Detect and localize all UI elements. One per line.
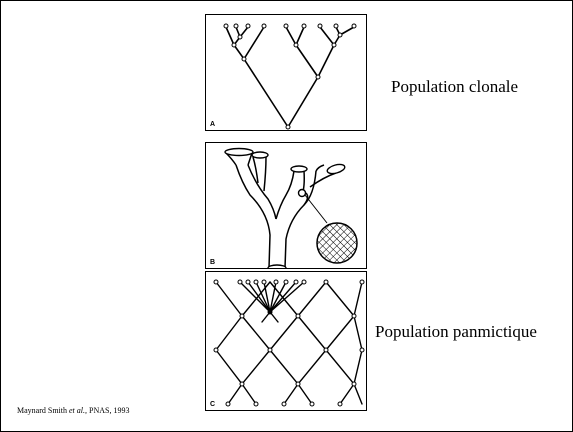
panel-c-panmictic-network: C bbox=[205, 271, 367, 411]
clonal-tree-icon bbox=[206, 15, 366, 130]
citation-etal: et al., bbox=[69, 406, 87, 415]
caption-panmictic: Population panmictique bbox=[375, 322, 537, 342]
figure-stack: A bbox=[205, 14, 367, 411]
panel-b-letter: B bbox=[210, 259, 215, 266]
citation: Maynard Smith et al., PNAS, 1993 bbox=[17, 406, 129, 415]
panel-b-organism: B bbox=[205, 142, 367, 269]
panmictic-network-icon bbox=[206, 272, 366, 410]
panel-a-clonal-tree: A bbox=[205, 14, 367, 131]
caption-clonal: Population clonale bbox=[391, 77, 518, 97]
branching-organism-icon bbox=[206, 143, 366, 268]
citation-journal: PNAS, 1993 bbox=[89, 406, 129, 415]
citation-author: Maynard Smith bbox=[17, 406, 67, 415]
panel-a-letter: A bbox=[210, 121, 215, 128]
panel-c-letter: C bbox=[210, 401, 215, 408]
